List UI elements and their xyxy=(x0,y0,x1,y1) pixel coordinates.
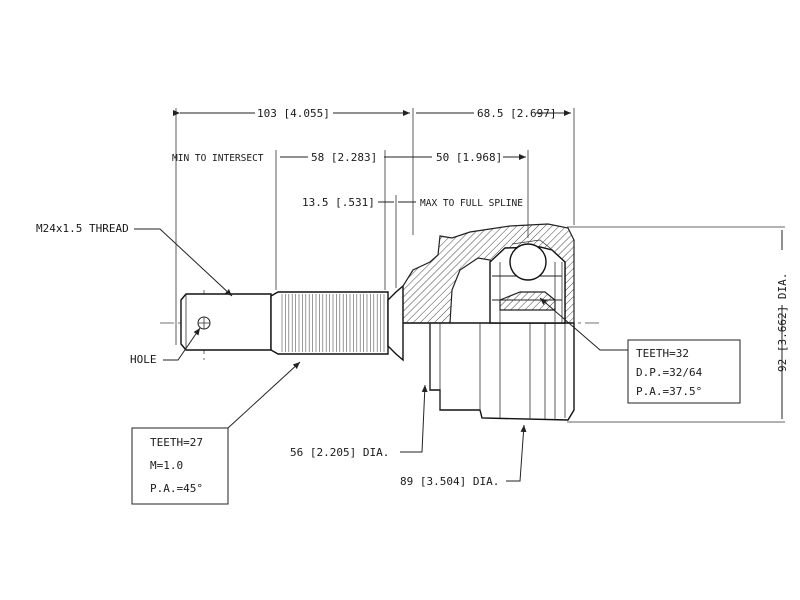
label-min-to-intersect: MIN TO INTERSECT xyxy=(172,153,264,164)
leader-lines xyxy=(134,228,628,482)
dim-outer-diameter: 92 [3.662] DIA. xyxy=(776,273,789,372)
dim-seal-diameter: 56 [2.205] DIA. xyxy=(290,446,389,459)
inner-spline-teeth: TEETH=32 xyxy=(636,347,689,360)
callout-thread: M24x1.5 THREAD xyxy=(36,222,129,235)
dim-spline-offset: 13.5 [.531] xyxy=(302,196,375,209)
threaded-shaft xyxy=(180,293,272,351)
inner-spline-pressure-angle: P.A.=37.5° xyxy=(636,385,702,398)
spline-teeth: TEETH=27 xyxy=(150,436,203,449)
callout-hole: HOLE xyxy=(130,353,157,366)
spline-module: M=1.0 xyxy=(150,459,183,472)
dim-min-to-intersect: 58 [2.283] xyxy=(311,151,377,164)
outer-housing xyxy=(402,223,575,421)
dimension-lines xyxy=(173,110,783,419)
inner-spline-dp: D.P.=32/64 xyxy=(636,366,703,379)
dim-overall-housing: 68.5 [2.697] xyxy=(477,107,556,120)
dim-to-full-spline: 50 [1.968] xyxy=(436,151,502,164)
spline-section xyxy=(270,284,404,362)
dim-overall-shaft: 103 [4.055] xyxy=(257,107,330,120)
dim-housing-diameter: 89 [3.504] DIA. xyxy=(400,475,499,488)
spline-pressure-angle: P.A.=45° xyxy=(150,482,203,495)
inner-spline-spec-box: TEETH=32 D.P.=32/64 P.A.=37.5° xyxy=(627,339,741,404)
label-max-to-full-spline: MAX TO FULL SPLINE xyxy=(420,198,523,209)
spline-spec-box: TEETH=27 M=1.0 P.A.=45° xyxy=(131,427,229,505)
extension-lines xyxy=(175,108,785,423)
